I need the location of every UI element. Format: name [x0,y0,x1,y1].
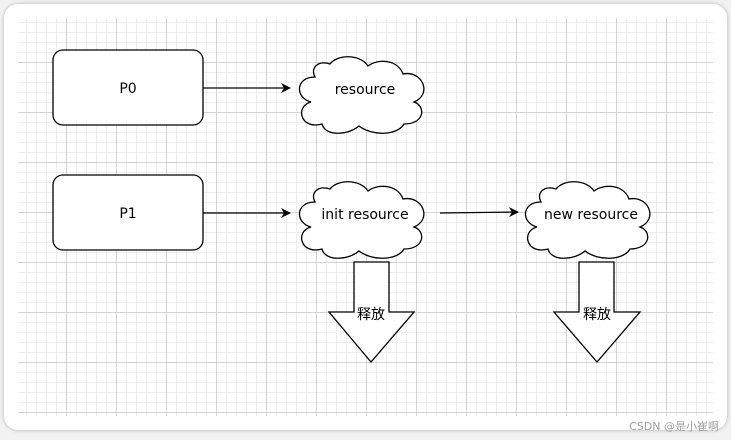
process-label-p0: P0 [119,81,136,97]
cloud-label-new-resource: new resource [544,207,638,223]
cloud-new-resource[interactable]: new resource [524,181,651,259]
cloud-label-init-resource: init resource [321,207,408,223]
cloud-label-resource: resource [335,82,396,98]
process-box-p0[interactable]: P0 [52,49,204,126]
arrow-init-to-new-resource [439,207,519,218]
process-box-p1[interactable]: P1 [52,174,204,251]
process-label-p1: P1 [119,206,136,222]
cloud-init-resource[interactable]: init resource [298,181,425,259]
watermark: CSDN @是小崔啊 [629,420,719,433]
release-arrow-left[interactable]: 释放 [327,261,416,364]
release-label-right: 释放 [583,307,611,323]
cloud-resource[interactable]: resource [298,56,425,134]
release-label-left: 释放 [357,307,385,323]
release-arrow-right[interactable]: 释放 [552,261,642,363]
